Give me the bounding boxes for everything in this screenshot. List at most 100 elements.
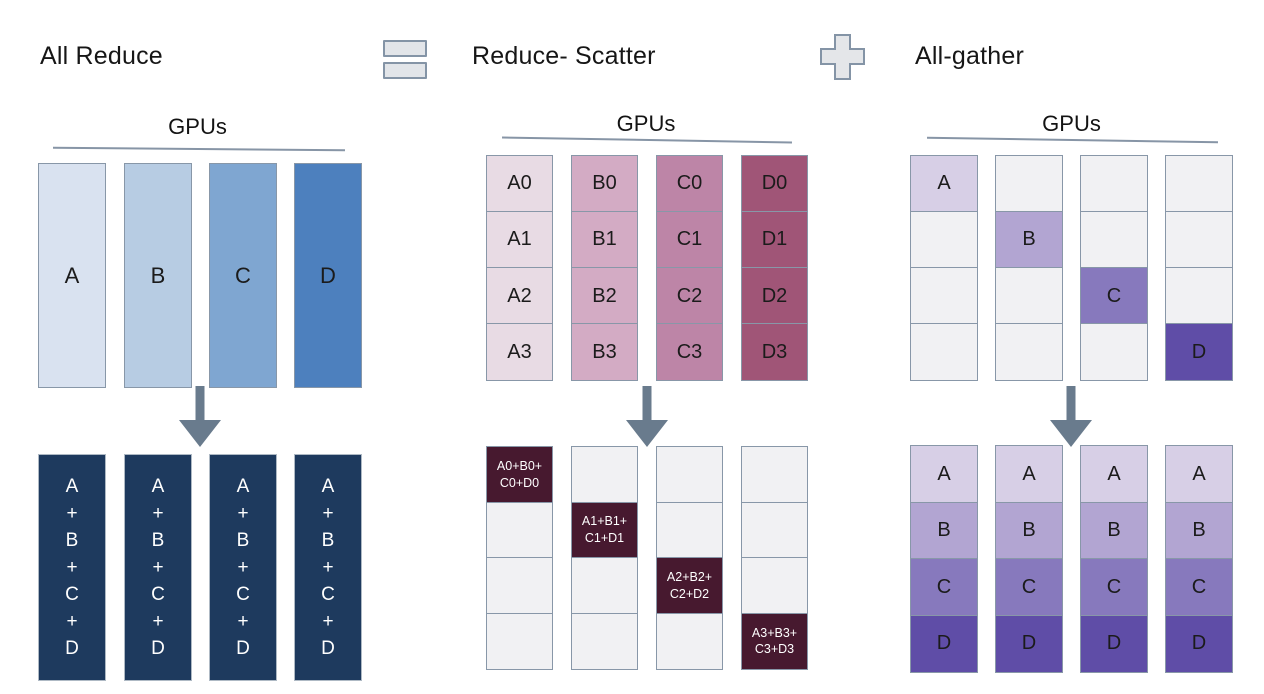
gather-input-cell-a: A <box>910 155 978 213</box>
gathered-result-column: A B C D <box>1080 445 1148 673</box>
down-arrow-icon <box>179 386 221 447</box>
shard-cell-b1: B1 <box>571 211 638 269</box>
shard-cell-a1: A1 <box>486 211 553 269</box>
gpu-input-column-c: C <box>209 163 277 388</box>
gathered-cell-a: A <box>910 445 978 504</box>
reduced-cell-2: A2+B2+ C2+D2 <box>656 557 723 615</box>
gathered-cell-a: A <box>995 445 1063 504</box>
gathered-cell-b: B <box>1165 501 1233 560</box>
shard-cell-a2: A2 <box>486 267 553 325</box>
gather-input-column-0: A <box>910 155 978 381</box>
gathered-result-column: A B C D <box>995 445 1063 673</box>
shard-cell-b0: B0 <box>571 155 638 213</box>
shard-cell-c2: C2 <box>656 267 723 325</box>
shard-column-b: B0 B1 B2 B3 <box>571 155 638 381</box>
gathered-cell-d: D <box>1080 614 1148 673</box>
gathered-cell-a: A <box>1080 445 1148 504</box>
equals-bar-bottom <box>383 62 427 79</box>
arrow-shaft <box>642 386 652 422</box>
shard-column-c: C0 C1 C2 C3 <box>656 155 723 381</box>
allreduce-result-column: A + B + C + D <box>294 454 362 681</box>
empty-cell <box>741 446 808 504</box>
reduced-cell-0: A0+B0+ C0+D0 <box>486 446 553 504</box>
gpu-input-column-d: D <box>294 163 362 388</box>
gather-input-cell-b: B <box>995 211 1063 269</box>
gathered-cell-b: B <box>995 501 1063 560</box>
shard-cell-b3: B3 <box>571 323 638 381</box>
down-arrow-icon <box>1050 386 1092 447</box>
gathered-cell-c: C <box>1165 558 1233 617</box>
shard-cell-d1: D1 <box>741 211 808 269</box>
shard-cell-d0: D0 <box>741 155 808 213</box>
shard-column-a: A0 A1 A2 A3 <box>486 155 553 381</box>
empty-cell <box>656 612 723 670</box>
shard-cell-b2: B2 <box>571 267 638 325</box>
allreduce-result-column: A + B + C + D <box>124 454 192 681</box>
empty-cell <box>741 557 808 615</box>
gathered-cell-c: C <box>995 558 1063 617</box>
gpus-underline <box>927 136 1218 144</box>
gathered-cell-a: A <box>1165 445 1233 504</box>
empty-cell <box>1165 155 1233 213</box>
arrow-head <box>1050 420 1092 447</box>
arrow-shaft <box>195 386 205 422</box>
shard-cell-a3: A3 <box>486 323 553 381</box>
arrow-head <box>179 420 221 447</box>
empty-cell <box>486 501 553 559</box>
gpus-label-all-gather: GPUs <box>1042 111 1101 136</box>
equals-bar-top <box>383 40 427 57</box>
reduced-column-1: A1+B1+ C1+D1 <box>571 446 638 670</box>
gathered-cell-b: B <box>910 501 978 560</box>
shard-cell-c1: C1 <box>656 211 723 269</box>
gathered-cell-c: C <box>910 558 978 617</box>
shard-cell-d3: D3 <box>741 323 808 381</box>
plus-icon <box>820 34 865 80</box>
empty-cell <box>1080 323 1148 381</box>
empty-cell <box>1165 211 1233 269</box>
gpus-label-all-reduce: GPUs <box>168 114 227 139</box>
gather-input-column-2: C <box>1080 155 1148 381</box>
gpus-underline <box>52 146 346 152</box>
shard-cell-a0: A0 <box>486 155 553 213</box>
reduce-scatter-title: Reduce- Scatter <box>472 42 656 70</box>
gpus-label-reduce-scatter: GPUs <box>616 111 676 136</box>
allreduce-result-column: A + B + C + D <box>38 454 106 681</box>
down-arrow-icon <box>626 386 668 447</box>
gpu-input-column-a: A <box>38 163 106 388</box>
shard-cell-d2: D2 <box>741 267 808 325</box>
empty-cell <box>1080 211 1148 269</box>
shard-cell-c3: C3 <box>656 323 723 381</box>
empty-cell <box>995 155 1063 213</box>
empty-cell <box>1165 267 1233 325</box>
all-reduce-title: All Reduce <box>40 42 163 70</box>
reduced-cell-3: A3+B3+ C3+D3 <box>741 612 808 670</box>
empty-cell <box>1080 155 1148 213</box>
reduced-column-2: A2+B2+ C2+D2 <box>656 446 723 670</box>
empty-cell <box>910 211 978 269</box>
empty-cell <box>910 267 978 325</box>
equals-icon <box>383 40 427 79</box>
arrow-shaft <box>1066 386 1076 422</box>
shard-cell-c0: C0 <box>656 155 723 213</box>
gpus-underline <box>502 136 792 144</box>
empty-cell <box>571 557 638 615</box>
empty-cell <box>656 501 723 559</box>
empty-cell <box>910 323 978 381</box>
gathered-cell-c: C <box>1080 558 1148 617</box>
reduced-column-0: A0+B0+ C0+D0 <box>486 446 553 670</box>
reduced-cell-1: A1+B1+ C1+D1 <box>571 501 638 559</box>
empty-cell <box>995 267 1063 325</box>
gathered-cell-d: D <box>910 614 978 673</box>
allreduce-result-column: A + B + C + D <box>209 454 277 681</box>
empty-cell <box>656 446 723 504</box>
gathered-cell-d: D <box>1165 614 1233 673</box>
empty-cell <box>741 501 808 559</box>
plus-shape <box>820 34 865 80</box>
gather-input-cell-d: D <box>1165 323 1233 381</box>
empty-cell <box>571 446 638 504</box>
all-gather-title: All-gather <box>915 42 1024 70</box>
shard-column-d: D0 D1 D2 D3 <box>741 155 808 381</box>
empty-cell <box>486 612 553 670</box>
empty-cell <box>571 612 638 670</box>
